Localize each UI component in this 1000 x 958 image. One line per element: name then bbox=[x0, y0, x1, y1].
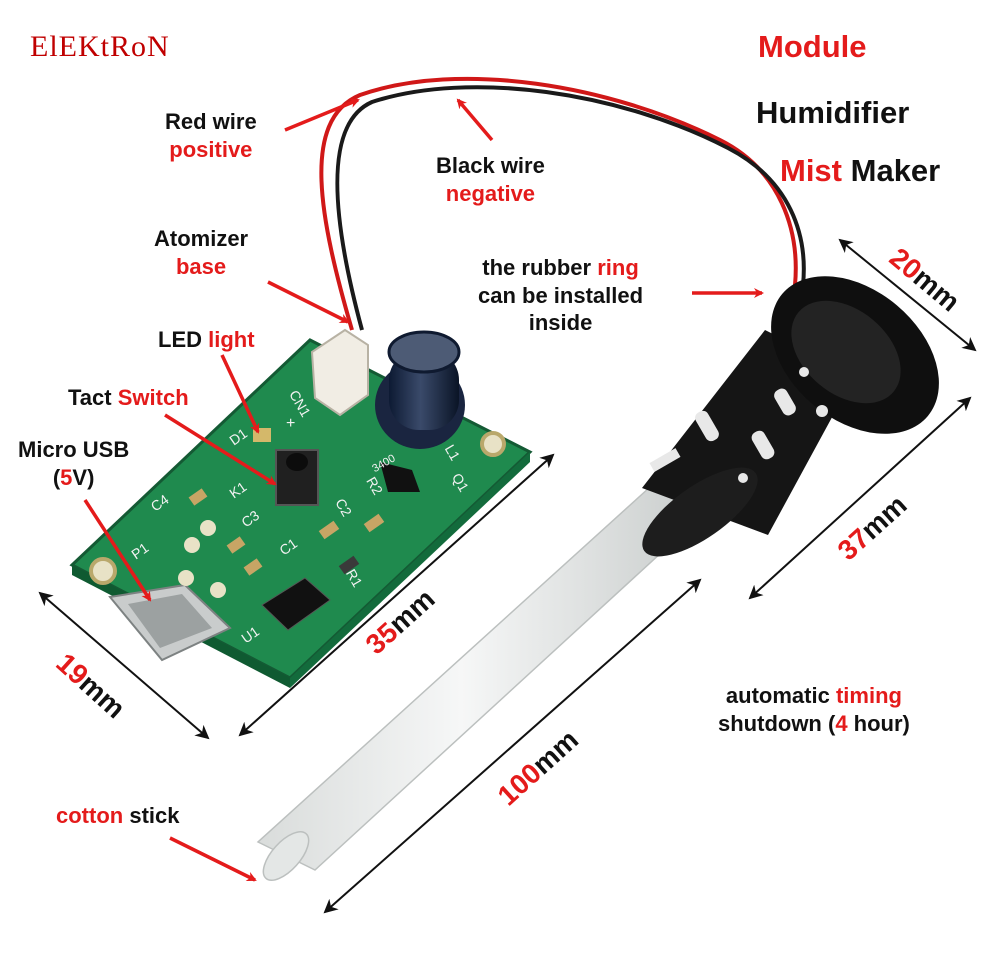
brand-logo: ElEKtRoN bbox=[30, 30, 170, 63]
label-cotton-stick: cotton stick bbox=[56, 802, 179, 830]
label-red-wire-line1: Red wire bbox=[165, 109, 257, 134]
label-rubber-ring: the rubber ring can be installed inside bbox=[478, 254, 643, 337]
label-atomizer-line2: base bbox=[175, 253, 227, 279]
label-led: LED bbox=[158, 327, 202, 352]
label-micro-usb: Micro USB (5V) bbox=[18, 436, 129, 491]
label-tact-switch: Tact Switch bbox=[68, 384, 189, 412]
label-atomizer-line1: Atomizer bbox=[154, 226, 249, 251]
label-red-wire-line2: positive bbox=[169, 136, 253, 162]
title-mist-maker: Mist Maker bbox=[780, 152, 940, 191]
label-stick: stick bbox=[129, 803, 180, 828]
label-black-wire-line2: negative bbox=[445, 180, 536, 206]
label-black-wire: Black wire negative bbox=[436, 152, 545, 207]
label-light: light bbox=[208, 327, 255, 352]
label-rubber-line1: the rubber ring bbox=[482, 255, 639, 280]
label-led-light: LED light bbox=[158, 326, 255, 354]
annotation-arrows bbox=[83, 98, 764, 882]
title-mist: Mist bbox=[780, 153, 842, 188]
dimension-lines bbox=[38, 238, 977, 914]
label-timing: automatic timing shutdown (4 hour) bbox=[718, 682, 910, 737]
label-red-wire: Red wire positive bbox=[165, 108, 257, 163]
label-timing-line2: shutdown (4 hour) bbox=[718, 710, 910, 736]
label-tact: Tact bbox=[68, 385, 112, 410]
label-black-wire-line1: Black wire bbox=[436, 153, 545, 178]
label-switch: Switch bbox=[117, 385, 189, 410]
wire-pair bbox=[319, 76, 806, 331]
title-maker: Maker bbox=[850, 153, 941, 188]
label-rubber-line3: inside bbox=[528, 310, 593, 335]
title-module: Module bbox=[758, 29, 867, 64]
label-timing-line1: automatic timing bbox=[725, 683, 902, 708]
silk-plus: + bbox=[286, 415, 295, 432]
label-rubber-line2: can be installed bbox=[478, 282, 644, 308]
label-usb-line2: (5V) bbox=[52, 464, 95, 490]
label-usb-line1: Micro USB bbox=[18, 437, 130, 462]
label-atomizer-base: Atomizer base bbox=[154, 225, 248, 280]
label-cotton: cotton bbox=[56, 803, 124, 828]
title-humidifier: Humidifier bbox=[756, 95, 910, 130]
